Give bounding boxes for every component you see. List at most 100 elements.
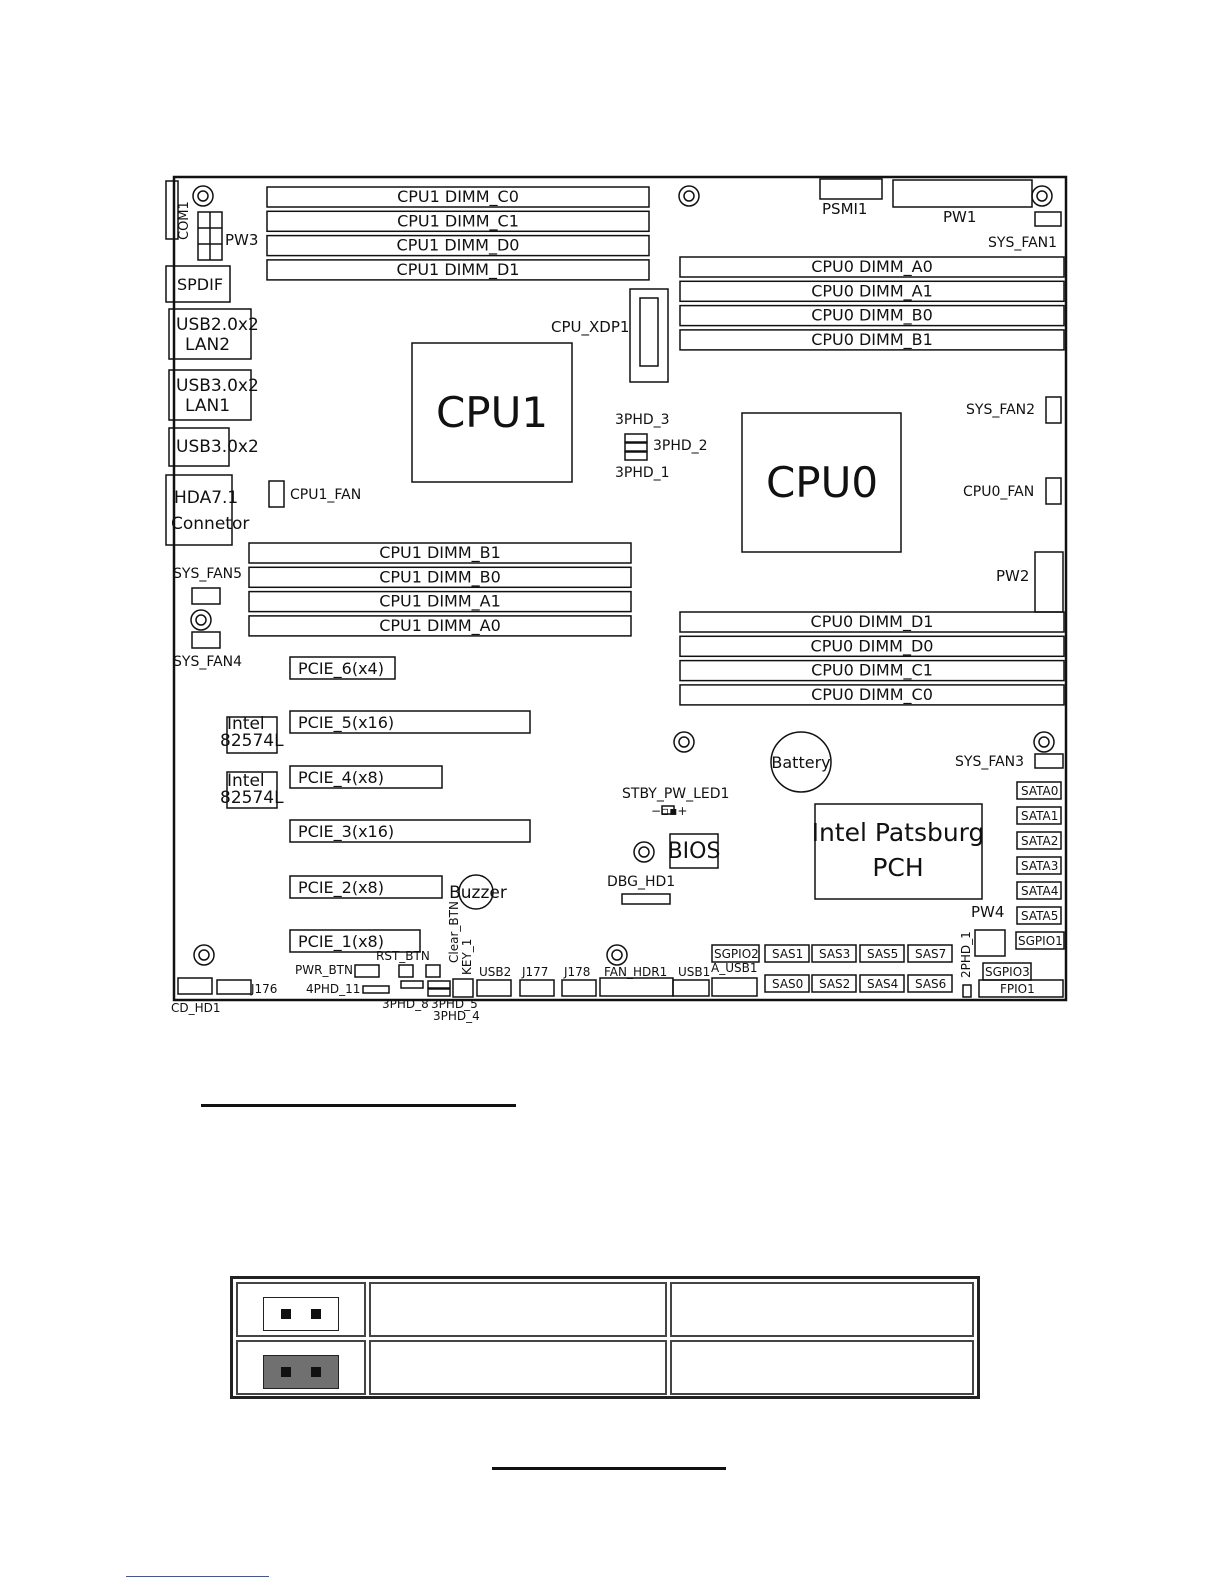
spdif-port <box>165 265 231 303</box>
sgpio1-label: SGPIO1 <box>1018 934 1063 948</box>
led-polarity-label: −▫▪+ <box>651 804 687 818</box>
pwr-btn <box>354 964 380 978</box>
pw2-connector <box>1034 551 1064 613</box>
cpu-xdp1-label: CPU_XDP1 <box>551 318 629 337</box>
sas-port-sas6 <box>907 974 953 993</box>
dimm-slot-cpu0-dimm_a0 <box>679 256 1065 278</box>
3phd-3-header <box>624 433 648 443</box>
pw2-label: PW2 <box>996 567 1029 585</box>
j176-header <box>216 979 252 995</box>
nic-chip-1 <box>226 716 278 754</box>
3phd-5-label: 3PHD_5 <box>431 997 478 1011</box>
standoff-hole-inner <box>611 949 623 961</box>
dimm-label-cpu0-dimm_d0: CPU0 DIMM_D0 <box>811 636 934 656</box>
clear-btn <box>425 964 441 978</box>
sys-fan2-header <box>1045 396 1062 424</box>
fpio1-header <box>978 979 1064 998</box>
pch-label-1: Intel Patsburg <box>812 818 985 847</box>
sys-fan2-label: SYS_FAN2 <box>966 402 1035 418</box>
dimm-slot-cpu0-dimm_b1 <box>679 329 1065 351</box>
cpu0-fan-label: CPU0_FAN <box>963 484 1034 500</box>
dimm-slot-cpu1-dimm_c0 <box>266 186 650 208</box>
dimm-slot-cpu1-dimm_a1 <box>248 590 632 613</box>
sata-label-5: SATA5 <box>1021 909 1058 923</box>
j178-label: J178 <box>563 965 590 979</box>
sgpio2-label: SGPIO2 <box>714 947 759 961</box>
footer-link-line <box>126 1576 269 1577</box>
standoff-hole-inner <box>198 949 210 961</box>
dimm-slot-cpu0-dimm_d0 <box>679 635 1065 658</box>
dimm-slot-cpu0-dimm_c0 <box>679 684 1065 706</box>
pw1-connector <box>892 179 1033 208</box>
pch-chip <box>814 803 983 900</box>
rst-btn-label: RST_BTN <box>376 949 430 963</box>
standoff-hole-inner <box>197 190 209 202</box>
dimm-slot-cpu1-dimm_c1 <box>266 210 650 233</box>
nic-chip-2 <box>226 771 278 809</box>
standoff-hole-inner <box>195 614 207 626</box>
sata-port-1 <box>1016 806 1062 825</box>
j177-header <box>519 979 555 997</box>
dimm-slot-cpu0-dimm_b0 <box>679 304 1065 327</box>
sys-fan4-header <box>191 631 221 649</box>
j177-label: J177 <box>521 965 548 979</box>
dimm-label-cpu1-dimm_c0: CPU1 DIMM_C0 <box>397 187 519 207</box>
jumper-row-open-setting <box>369 1282 667 1337</box>
sas-label-sas0: SAS0 <box>772 977 803 991</box>
sas-port-sas1 <box>764 944 810 963</box>
sas-label-sas4: SAS4 <box>867 977 898 991</box>
usb2-lan2-port <box>168 308 252 360</box>
standoff-hole <box>633 841 655 863</box>
table-caption-underline <box>492 1467 726 1470</box>
sgpio3-label: SGPIO3 <box>985 965 1030 979</box>
dimm-label-cpu0-dimm_c0: CPU0 DIMM_C0 <box>811 685 933 705</box>
standoff-hole <box>673 731 695 753</box>
standoff-hole <box>678 185 700 207</box>
sata-label-1: SATA1 <box>1021 809 1058 823</box>
bios-label: BIOS <box>668 839 721 864</box>
usb2-lan2-label-1: USB2.0x2 <box>176 315 259 335</box>
sas-label-sas2: SAS2 <box>819 977 850 991</box>
sas-port-sas5 <box>859 944 905 963</box>
dimm-label-cpu0-dimm_b1: CPU0 DIMM_B1 <box>811 330 933 350</box>
pcie-label-5: PCIE_5(x16) <box>298 713 394 733</box>
battery-label: Battery <box>771 753 830 772</box>
sys-fan5-header <box>191 587 221 605</box>
dimm-slot-cpu1-dimm_b0 <box>248 566 632 589</box>
jumper-row-open-icon-cell <box>236 1282 366 1337</box>
pw4-connector <box>974 929 1006 957</box>
jumper-row-open-description <box>670 1282 974 1337</box>
standoff-hole <box>193 944 215 966</box>
hda-connector <box>165 474 233 546</box>
section-heading-underline <box>201 1104 516 1107</box>
a-usb1-header <box>711 977 758 997</box>
dimm-label-cpu1-dimm_a0: CPU1 DIMM_A0 <box>379 616 501 636</box>
sata-label-3: SATA3 <box>1021 859 1058 873</box>
4phd-11-label: 4PHD_11 <box>306 982 360 996</box>
jumper-row-closed-icon-cell <box>236 1340 366 1395</box>
dimm-slot-cpu1-dimm_a0 <box>248 615 632 637</box>
standoff-hole-inner <box>683 190 695 202</box>
sata-port-0 <box>1016 781 1062 800</box>
pcie-label-1: PCIE_1(x8) <box>298 932 384 952</box>
sas-port-sas3 <box>811 944 857 963</box>
standoff-hole <box>1033 731 1055 753</box>
sas-label-sas6: SAS6 <box>915 977 946 991</box>
jumper-settings-table <box>230 1276 980 1399</box>
pcie-label-3: PCIE_3(x16) <box>298 822 394 842</box>
battery <box>770 731 832 793</box>
pcie-label-6: PCIE_6(x4) <box>298 659 384 679</box>
dimm-slot-cpu0-dimm_a1 <box>679 280 1065 303</box>
dimm-label-cpu1-dimm_b1: CPU1 DIMM_B1 <box>379 543 501 563</box>
3phd-4-header <box>427 988 451 997</box>
standoff-hole-inner <box>678 736 690 748</box>
com1-label: COM1 <box>177 201 192 240</box>
key1-label: KEY_1 <box>460 939 474 975</box>
dimm-slot-cpu0-dimm_d1 <box>679 611 1065 633</box>
pcie-slot-5 <box>289 710 531 734</box>
dimm-label-cpu1-dimm_c1: CPU1 DIMM_C1 <box>397 211 519 231</box>
pw4-label: PW4 <box>971 903 1004 921</box>
nic2-label-2: 82574L <box>220 788 284 808</box>
fpio1-label: FPIO1 <box>1000 982 1035 996</box>
